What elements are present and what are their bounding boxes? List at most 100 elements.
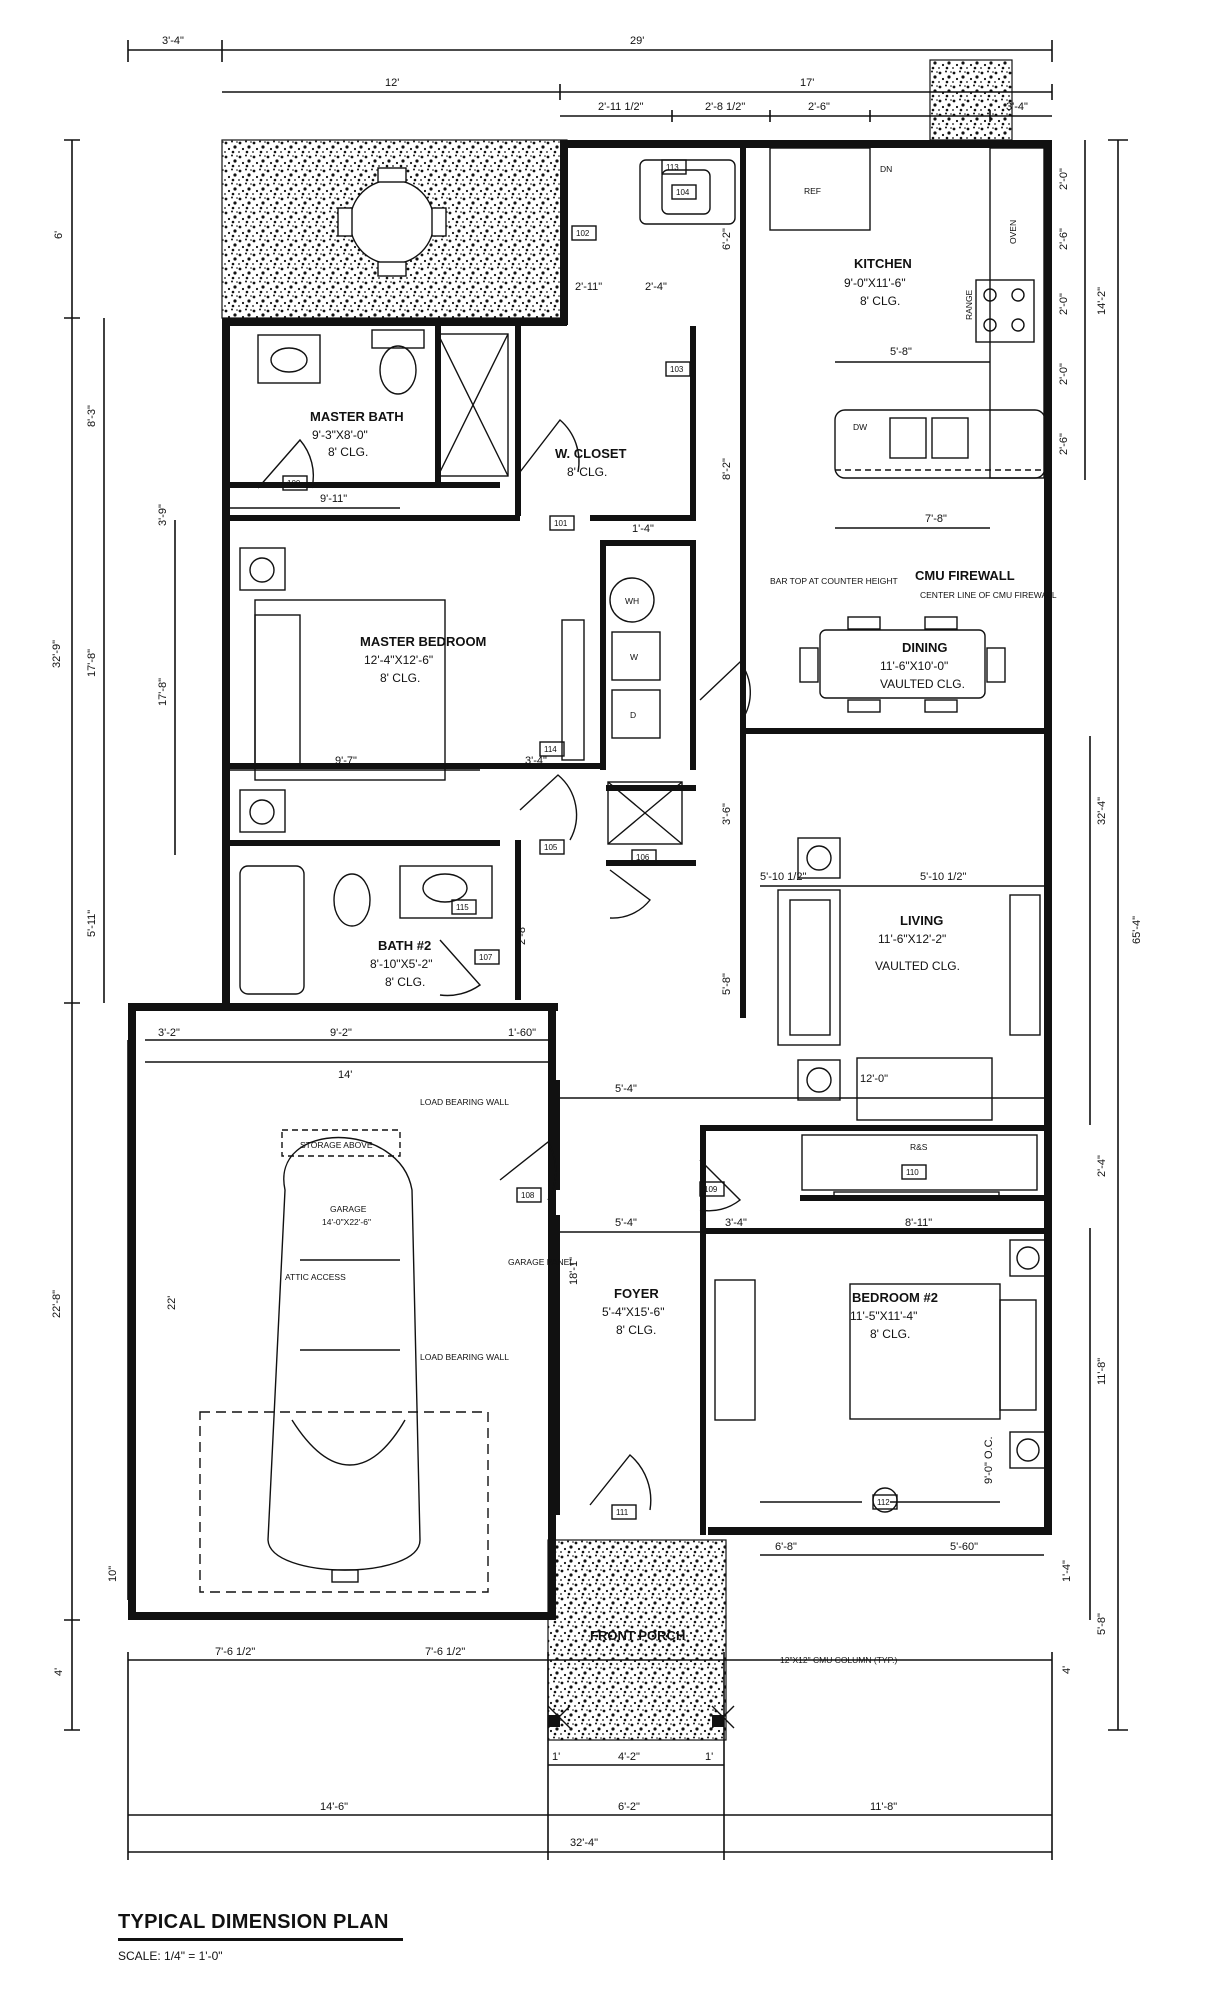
tag-105: 105 xyxy=(544,843,558,852)
room-name-dining: DINING xyxy=(902,640,948,655)
dim-right-a: 32'-4" xyxy=(1096,797,1108,825)
room-name-foyer: FOYER xyxy=(614,1286,659,1301)
note-center-line: CENTER LINE OF CMU FIREWALL xyxy=(920,590,1057,600)
dim-kitchen-c: 2'-6" xyxy=(808,101,830,113)
dim-kitchen-r3: 2'-0" xyxy=(1058,293,1070,315)
dimension-labels: 3'-4" 29' 12' 17' 2'-11 1/2" 2'-8 1/2" 2… xyxy=(51,35,1143,1849)
plan-title: TYPICAL DIMENSION PLAN xyxy=(118,1911,389,1933)
dim-kitchen-b: 2'-8 1/2" xyxy=(705,101,745,113)
dim-garage-side-c: 1'-60" xyxy=(508,1027,536,1039)
dim-dining-h: 8'-2" xyxy=(721,458,733,480)
tag-109: 109 xyxy=(704,1185,718,1194)
dim-bottom-total: 32'-4" xyxy=(570,1837,598,1849)
room-size-bath2: 8'-10"X5'-2" xyxy=(370,957,432,971)
tag-113: 113 xyxy=(666,163,679,172)
title-underline xyxy=(118,1938,403,1941)
tag-107: 107 xyxy=(479,953,493,962)
door-tags: 100 101 102 103 104 105 106 107 108 109 … xyxy=(282,159,927,1520)
dim-bed2-width: 6'-8" xyxy=(775,1541,797,1553)
dim-living-width-2: 5'-10 1/2" xyxy=(920,871,966,883)
note-load-bearing-2: LOAD BEARING WALL xyxy=(420,1352,509,1362)
dining-table xyxy=(799,616,1006,713)
dim-hall-h: 3'-6" xyxy=(721,803,733,825)
dim-top-left: 3'-4" xyxy=(162,35,184,47)
note-dw: DW xyxy=(853,422,867,432)
dim-mid-a: 5'-4" xyxy=(615,1083,637,1095)
bedroom2-furniture xyxy=(714,1239,1047,1513)
tag-104: 104 xyxy=(676,188,690,197)
tag-110: 110 xyxy=(906,1168,919,1177)
room-name-front-porch: FRONT PORCH xyxy=(590,1628,685,1643)
tag-108: 108 xyxy=(521,1191,535,1200)
chimney-gravel xyxy=(929,59,1013,141)
tag-101: 101 xyxy=(554,519,568,528)
room-clg-dining: VAULTED CLG. xyxy=(880,677,965,691)
dim-garage-side-a: 3'-2" xyxy=(158,1027,180,1039)
dim-closet-width: 2'-4" xyxy=(645,281,667,293)
dim-island-width: 5'-8" xyxy=(890,346,912,358)
kitchen-fixtures xyxy=(639,147,1046,479)
room-size-bedroom2: 11'-5"X11'-4" xyxy=(850,1309,917,1323)
dim-kitchen-r2: 2'-6" xyxy=(1058,228,1070,250)
dim-left-5: 5'-11" xyxy=(86,910,98,937)
tag-106: 106 xyxy=(636,853,650,862)
note-dryer: D xyxy=(630,710,636,720)
master-bath-fixtures xyxy=(257,329,509,477)
tag-112: 112 xyxy=(877,1498,890,1507)
note-attic-access: ATTIC ACCESS xyxy=(285,1272,346,1282)
tag-103: 103 xyxy=(670,365,684,374)
room-size-kitchen: 9'-0"X11'-6" xyxy=(844,276,906,290)
dim-right-b: 14'-2" xyxy=(1096,287,1108,315)
dim-bath-width: 9'-11" xyxy=(320,493,347,505)
room-clg-master-bath: 8' CLG. xyxy=(328,445,368,459)
tag-115: 115 xyxy=(456,903,469,912)
dim-right-c: 2'-4" xyxy=(1096,1155,1108,1177)
dim-left-4: 17'-8" xyxy=(86,649,98,677)
dim-inner-left-a: 3'-9" xyxy=(157,504,169,526)
dim-kitchen-r5: 2'-6" xyxy=(1058,433,1070,455)
room-labels: KITCHEN 9'-0"X11'-6" 8' CLG. MASTER BATH… xyxy=(310,256,965,1643)
dim-mid-b: 5'-4" xyxy=(615,1217,637,1229)
room-name-master-bedroom: MASTER BEDROOM xyxy=(360,634,486,649)
dim-garage-left: 7'-6 1/2" xyxy=(215,1646,255,1658)
dim-bed2-top: 8'-11" xyxy=(905,1217,932,1229)
room-clg-bath2: 8' CLG. xyxy=(385,975,425,989)
room-clg-kitchen: 8' CLG. xyxy=(860,294,900,308)
note-storage-above: STORAGE ABOVE xyxy=(300,1140,373,1150)
dim-porch-l: 1' xyxy=(552,1751,560,1763)
dim-bottom-left: 14'-6" xyxy=(320,1801,348,1813)
dim-garage-right: 7'-6 1/2" xyxy=(425,1646,465,1658)
tag-102: 102 xyxy=(576,229,590,238)
room-size-master-bath: 9'-3"X8'-0" xyxy=(312,428,368,442)
dim-right-f: 5'-8" xyxy=(1096,1613,1108,1635)
room-size-dining: 11'-6"X10'-0" xyxy=(880,659,948,673)
room-name-bedroom2: BEDROOM #2 xyxy=(852,1290,938,1305)
dim-right-g: 4' xyxy=(1061,1666,1073,1674)
dimension-lines xyxy=(64,40,1128,1860)
dim-foyer-h: 18'-1" xyxy=(568,1257,580,1285)
tag-111: 111 xyxy=(616,1508,629,1517)
room-name-living: LIVING xyxy=(900,913,943,928)
note-load-bearing-1: LOAD BEARING WALL xyxy=(420,1097,509,1107)
note-cmu-firewall: CMU FIREWALL xyxy=(915,568,1015,583)
dim-top-total: 29' xyxy=(630,35,644,47)
living-furniture xyxy=(777,837,1041,1199)
room-clg-w-closet: 8' CLG. xyxy=(567,465,607,479)
master-bedroom-furniture xyxy=(239,547,585,833)
dim-bed-width: 9'-7" xyxy=(335,755,357,767)
dim-right-e: 1'-4" xyxy=(1061,1560,1073,1582)
dim-kitchen-a: 2'-11 1/2" xyxy=(598,101,644,113)
dim-bottom-mid: 6'-2" xyxy=(618,1801,640,1813)
doors xyxy=(257,418,1000,1511)
room-name-w-closet: W. CLOSET xyxy=(555,446,627,461)
dim-bed2-side: 9'-0" O.C. xyxy=(983,1436,995,1484)
dim-top-mid-left: 12' xyxy=(385,77,399,89)
dim-porch-inner: 4'-2" xyxy=(618,1751,640,1763)
dim-garage-side-b: 9'-2" xyxy=(330,1027,352,1039)
dim-right-d: 11'-8" xyxy=(1096,1358,1108,1385)
tag-100: 100 xyxy=(287,479,301,488)
dim-bath2-h: 2'-8" xyxy=(516,923,528,945)
plan-scale: SCALE: 1/4" = 1'-0" xyxy=(118,1949,223,1963)
note-oven: OVEN xyxy=(1008,220,1018,244)
note-fridge: REF xyxy=(804,186,821,196)
